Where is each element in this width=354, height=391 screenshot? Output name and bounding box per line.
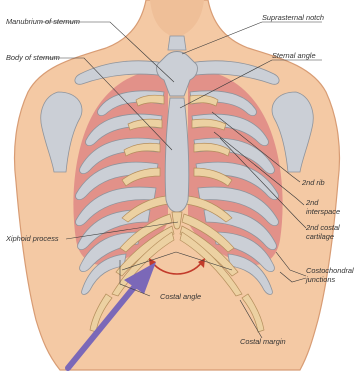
label-2nd-interspace-line2: interspace — [306, 207, 340, 216]
label-2nd-costal-line2: cartilage — [306, 232, 334, 241]
cervical-vertebra — [168, 36, 186, 50]
label-costal-angle: Costal angle — [160, 292, 201, 301]
label-2nd-costal-line1: 2nd costal — [305, 223, 340, 232]
label-xiphoid: Xiphoid process — [5, 234, 59, 243]
label-manubrium: Manubrium of sternum — [6, 17, 80, 26]
label-costochondral-line1: Costochondral — [306, 266, 354, 275]
label-sternal-angle: Sternal angle — [272, 51, 316, 60]
label-costal-margin: Costal margin — [240, 337, 286, 346]
label-suprasternal-notch: Suprasternal notch — [262, 13, 324, 22]
sternum-body-bone — [165, 98, 189, 212]
label-2nd-interspace-line1: 2nd — [305, 198, 319, 207]
label-costochondral-line2: junctions — [305, 275, 335, 284]
label-2nd-rib: 2nd rib — [301, 178, 325, 187]
label-sternum-body: Body of sternum — [6, 53, 60, 62]
